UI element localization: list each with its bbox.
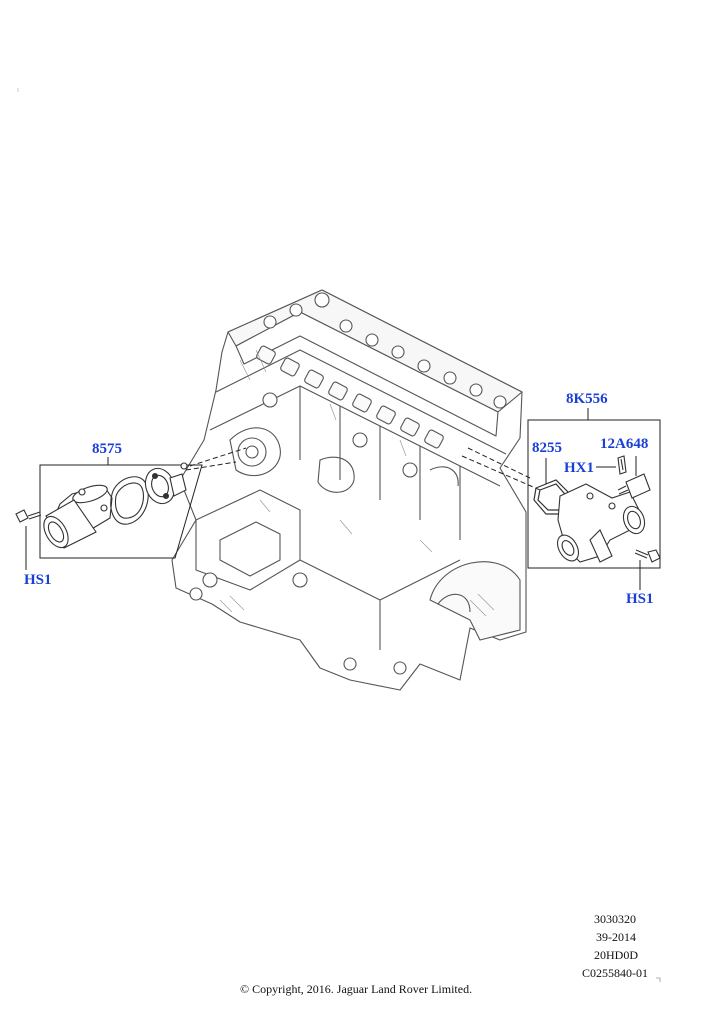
- callout-8255: 8255: [532, 440, 562, 456]
- callout-8k556: 8K556: [566, 391, 608, 407]
- right-bolt-part: [634, 549, 661, 563]
- copyright-notice: © Copyright, 2016. Jaguar Land Rover Lim…: [240, 982, 473, 996]
- thermostat-part: [144, 462, 188, 505]
- thermostat-housing-part: [43, 484, 113, 549]
- reference-line-1: 3030320: [594, 912, 636, 926]
- thermostat-gasket-part: [110, 476, 149, 525]
- temperature-sensor-part: [617, 473, 651, 499]
- thermostat-housing-group: [15, 447, 247, 570]
- left-group-frame: [39, 464, 203, 559]
- coolant-outlet-group: [461, 408, 661, 590]
- coolant-outlet-housing-part: [556, 483, 646, 563]
- retaining-clip-part: [617, 455, 627, 475]
- engine-block-illustration: [171, 289, 527, 691]
- callout-12a648: 12A648: [600, 436, 649, 452]
- callout-8575: 8575: [92, 441, 122, 457]
- callout-hs1-right: HS1: [626, 591, 654, 607]
- reference-line-2: 39-2014: [596, 930, 636, 944]
- callout-hs1-left: HS1: [24, 572, 52, 588]
- reference-line-4: C0255840-01: [582, 966, 648, 980]
- callout-hx1: HX1: [564, 460, 594, 476]
- right-group-frame: [527, 419, 661, 569]
- reference-line-3: 20HD0D: [594, 948, 638, 962]
- left-bolt-part: [15, 509, 42, 523]
